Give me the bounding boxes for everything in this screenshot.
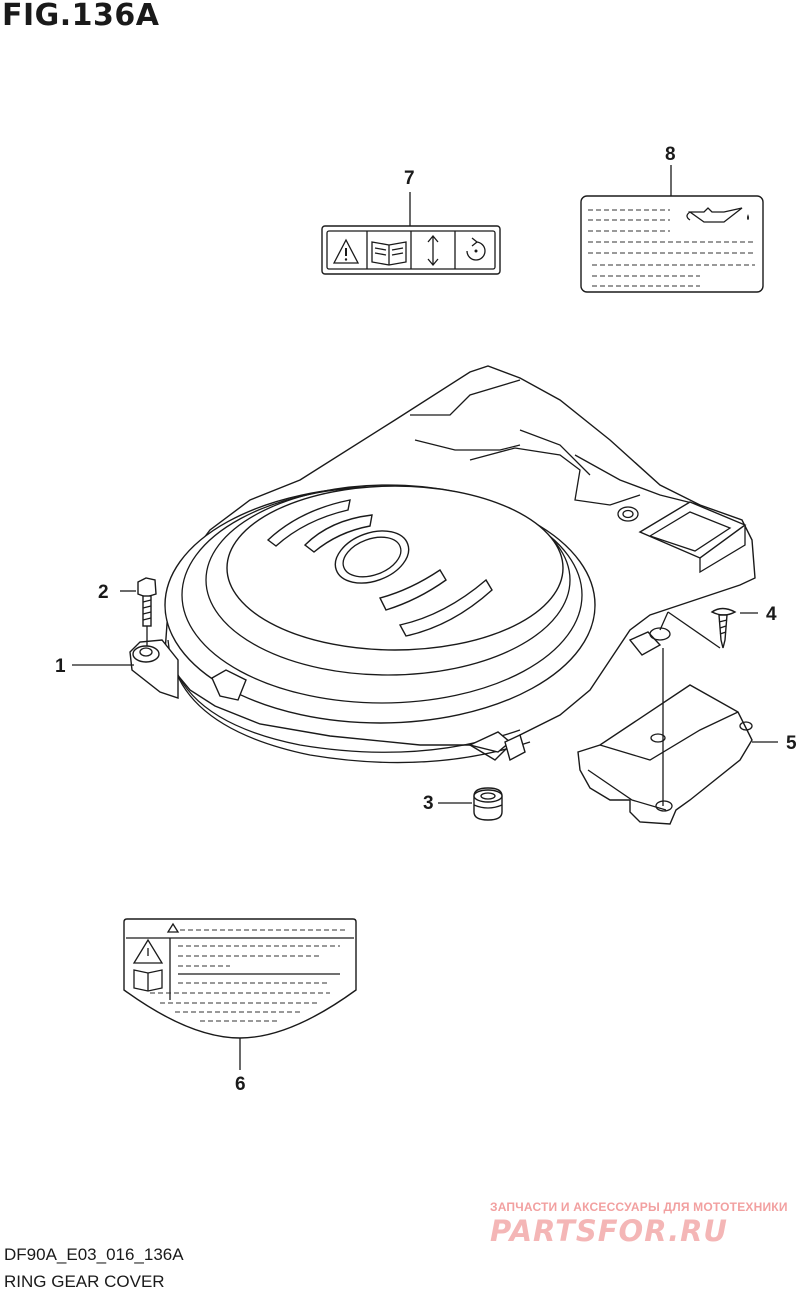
part-5-plate[interactable] bbox=[577, 648, 778, 825]
figure-code: DF90A_E03_016_136A bbox=[4, 1245, 184, 1264]
callout-1: 1 bbox=[55, 656, 66, 677]
callout-4: 4 bbox=[766, 604, 777, 625]
warning-triangle-icon bbox=[332, 238, 360, 264]
watermark-brand: PARTSFOR.RU bbox=[490, 1214, 728, 1248]
figure-name: RING GEAR COVER bbox=[4, 1272, 165, 1291]
oil-can-icon bbox=[686, 207, 749, 223]
callout-8: 8 bbox=[665, 144, 676, 165]
manual-book-icon bbox=[133, 969, 163, 992]
part-7-warning-label[interactable] bbox=[321, 192, 501, 275]
callout-2: 2 bbox=[98, 582, 109, 603]
rotation-icon bbox=[466, 237, 486, 261]
part-2-bolt[interactable] bbox=[120, 577, 157, 646]
manual-book-icon bbox=[371, 241, 407, 266]
part-6-caution-label[interactable] bbox=[123, 918, 357, 1070]
figure-title: FIG.136A bbox=[2, 0, 160, 33]
callout-5: 5 bbox=[786, 733, 797, 754]
up-down-arrow-icon bbox=[427, 234, 439, 267]
part-4-screw[interactable] bbox=[659, 607, 758, 649]
part-8-oil-label[interactable] bbox=[580, 165, 764, 293]
callout-3: 3 bbox=[423, 793, 434, 814]
callout-7: 7 bbox=[404, 168, 415, 189]
callout-6: 6 bbox=[235, 1074, 246, 1095]
part-3-grommet[interactable] bbox=[438, 787, 503, 821]
small-warning-icon bbox=[166, 922, 180, 933]
watermark-tagline: ЗАПЧАСТИ И АКСЕССУАРЫ ДЛЯ МОТОТЕХНИКИ bbox=[490, 1200, 788, 1214]
warning-triangle-icon bbox=[132, 938, 164, 964]
part-1-ring-gear-cover[interactable] bbox=[129, 365, 756, 764]
